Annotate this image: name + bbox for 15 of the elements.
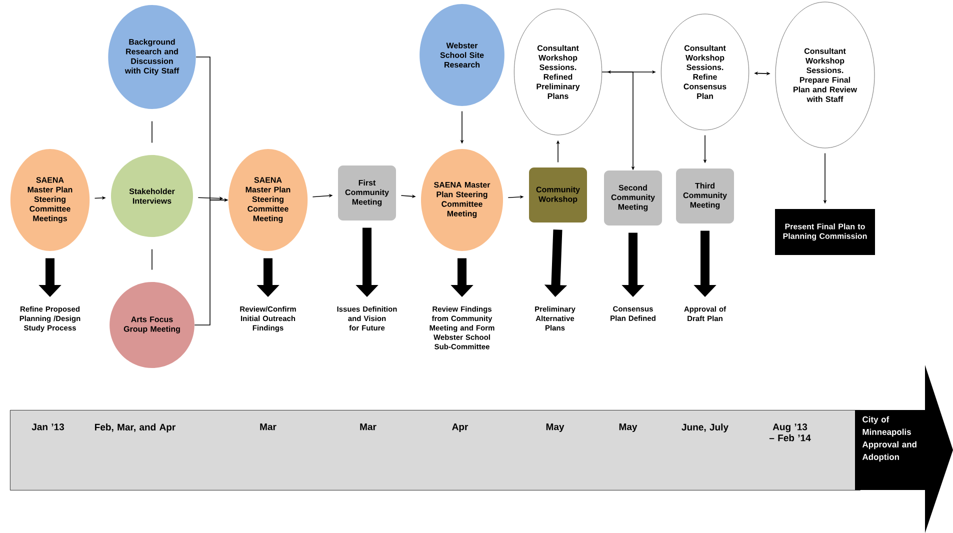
month-label: Aug ’13 – Feb ’14 [769,424,811,442]
meeting-box: Second Community Meeting [604,170,662,226]
month-label: Mar [260,424,276,430]
month-label: May [619,424,638,432]
meeting-box: First Community Meeting [338,166,396,220]
month-label: Feb, Mar, and Apr [95,424,176,432]
meeting-box: Third Community Meeting [676,168,734,224]
timeline-arrowhead: City of Minneapolis Approval and Adoption [855,365,953,533]
plan-box: Present Final Plan to Planning Commission [775,209,875,255]
month-label: Mar [360,424,376,430]
workshop-box: Community Workshop [529,168,587,222]
month-label: Apr [452,424,468,432]
month-label: June, July [682,424,728,432]
month-label: May [546,424,564,432]
month-label: Jan ’13 [32,424,64,430]
